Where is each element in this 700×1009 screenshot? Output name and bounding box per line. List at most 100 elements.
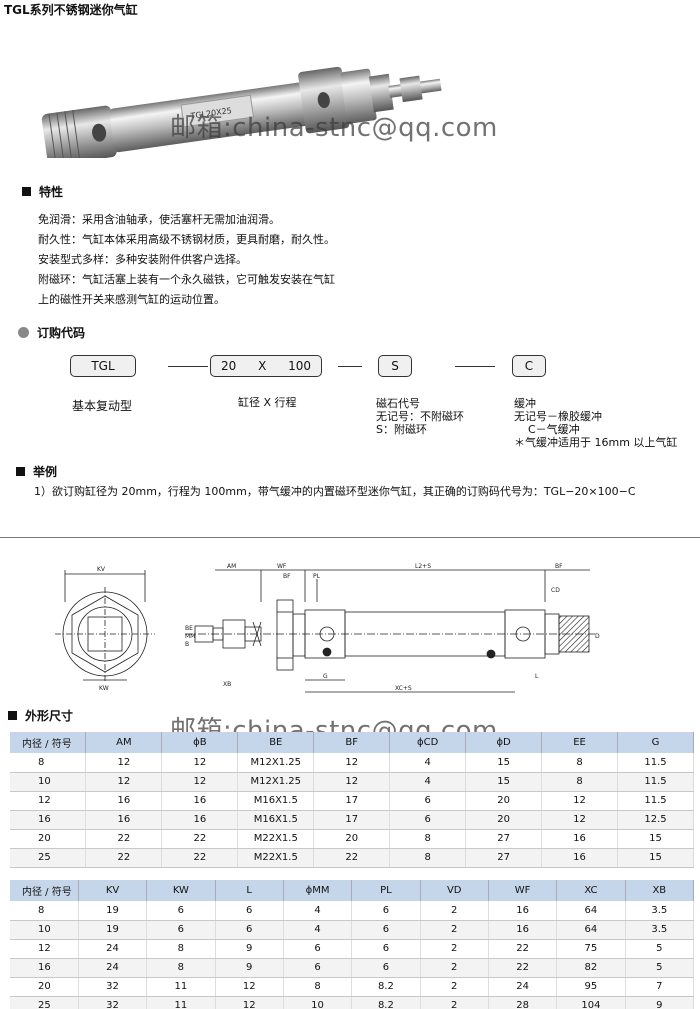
table-cell: 22 (488, 958, 558, 978)
table-cell: 15 (617, 848, 694, 868)
table-cell: 2 (420, 996, 489, 1009)
table-cell: 7 (625, 977, 695, 997)
table-cell: 22 (161, 848, 239, 868)
section-divider (0, 537, 700, 538)
table-cell: M16X1.5 (237, 810, 315, 830)
table-cell: 10 (283, 996, 353, 1009)
table-cell: 95 (556, 977, 626, 997)
table-cell: M12X1.25 (237, 772, 315, 792)
table-cell: 6 (215, 920, 284, 940)
code-connector (338, 366, 362, 367)
table-cell: 12 (541, 810, 618, 830)
table-cell: 12 (10, 939, 79, 959)
table-cell: 6 (146, 920, 216, 940)
table-cell: 8 (389, 848, 467, 868)
table-cell: 16 (541, 829, 618, 849)
features-list: 免润滑：采用含油轴承，使活塞杆无需加油润滑。 耐久性：气缸本体采用高级不锈钢材质… (38, 210, 335, 310)
dim-label-wf: WF (277, 563, 287, 570)
table-cell: 16 (10, 958, 79, 978)
dim-label-cd: CD (551, 587, 560, 594)
table-cell: 24 (78, 939, 148, 959)
table-cell: 3.5 (625, 920, 695, 940)
table-cell: 20 (10, 829, 87, 849)
table-cell: 12 (541, 791, 618, 811)
code-box-cushion: C (512, 355, 546, 377)
dim-label-be: BE (185, 625, 193, 632)
table-cell: 8 (541, 772, 618, 792)
table-cell: 22 (85, 848, 163, 868)
table-cell: 4 (283, 920, 353, 940)
table-cell: 6 (283, 958, 353, 978)
table-cell: 8 (146, 939, 216, 959)
column-header: ϕB (161, 732, 239, 753)
table-cell: 64 (556, 920, 626, 940)
table-cell: 10 (10, 772, 87, 792)
feature-line: 耐久性：气缸本体采用高级不锈钢材质，更具耐磨，耐久性。 (38, 233, 335, 246)
technical-drawing: KV KW AM WF BF PL L2+S BF CD D XB G L XC… (55, 563, 600, 693)
table-cell: 9 (625, 996, 695, 1009)
table-cell: 19 (78, 920, 148, 940)
table-cell: 2 (420, 901, 489, 921)
table-cell: 27 (465, 848, 543, 868)
table-cell: 22 (488, 939, 558, 959)
table-cell: 20 (465, 810, 543, 830)
table-cell: 16 (10, 810, 87, 830)
column-header: WF (488, 880, 558, 901)
dim-label-bf2: BF (555, 563, 563, 570)
square-bullet-icon (16, 467, 25, 476)
dim-label-bf: BF (283, 573, 291, 580)
table-cell: 16 (161, 810, 239, 830)
table-cell: 8 (541, 753, 618, 773)
table-cell: 16 (161, 791, 239, 811)
table-cell: 9 (215, 958, 284, 978)
table-cell: 16 (488, 920, 558, 940)
column-header: 内径 / 符号 (10, 732, 87, 753)
column-header: 内径 / 符号 (10, 880, 79, 901)
table-cell: 6 (351, 939, 421, 959)
table-cell: 6 (283, 939, 353, 959)
dim-label-kw: KW (99, 685, 109, 692)
dim-label-pl: PL (313, 573, 321, 580)
dimensions-heading: 外形尺寸 (8, 707, 73, 724)
dim-label-xb: XB (223, 681, 231, 688)
table-cell: 6 (351, 958, 421, 978)
column-header: VD (420, 880, 489, 901)
table-cell: 8.2 (351, 977, 421, 997)
table-cell: 8 (10, 901, 79, 921)
example-text: 1）欲订购缸径为 20mm，行程为 100mm，带气缓冲的内置磁环型迷你气缸，其… (34, 485, 636, 498)
page-title: TGL系列不锈钢迷你气缸 (4, 3, 138, 17)
table-cell: M12X1.25 (237, 753, 315, 773)
table-cell: 20 (313, 829, 391, 849)
table-cell: 12 (215, 977, 284, 997)
table-cell: 20 (465, 791, 543, 811)
column-header: L (215, 880, 284, 901)
table-cell: 6 (351, 920, 421, 940)
table-cell: 2 (420, 920, 489, 940)
table-cell: 9 (215, 939, 284, 959)
column-header: ϕMM (283, 880, 353, 901)
code-box-series: TGL (70, 355, 136, 377)
table-cell: 16 (541, 848, 618, 868)
table-cell: 2 (420, 958, 489, 978)
example-heading: 举例 (16, 463, 57, 480)
feature-line: 安装型式多样：多种安装附件供客户选择。 (38, 253, 247, 266)
table-cell: 16 (85, 810, 163, 830)
table-cell: 75 (556, 939, 626, 959)
table-cell: M22X1.5 (237, 848, 315, 868)
table-cell: 12 (85, 753, 163, 773)
table-cell: 16 (85, 791, 163, 811)
table-cell: 12 (313, 772, 391, 792)
table-cell: 15 (465, 753, 543, 773)
table-cell: 11.5 (617, 791, 694, 811)
table-cell: 2 (420, 977, 489, 997)
